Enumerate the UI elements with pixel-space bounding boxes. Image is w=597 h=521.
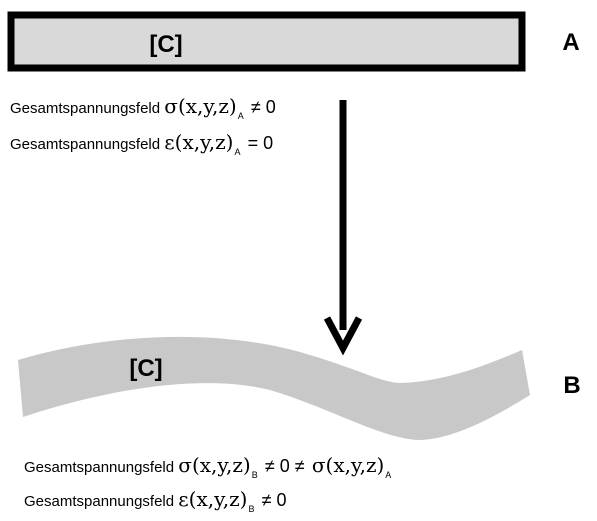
equation-args: (x,y,z) xyxy=(191,453,251,477)
equation-b-strain: Gesamtspannungsfeld ε(x,y,z)B ≠ 0 xyxy=(24,487,290,514)
equation-prefix: Gesamtspannungsfeld xyxy=(24,493,175,510)
equation-subscript: B xyxy=(251,470,258,480)
equation-subscript: A xyxy=(234,147,241,157)
equation-a-strain: Gesamtspannungsfeld ε(x,y,z)A = 0 xyxy=(10,130,276,157)
equation-args: (x,y,z) xyxy=(177,94,237,118)
equation-prefix: Gesamtspannungsfeld xyxy=(24,459,175,476)
equation-subscript: B xyxy=(248,504,255,514)
equation-relation: ≠ 0 xyxy=(261,490,287,510)
equation-a-stress: Gesamtspannungsfeld σ(x,y,z)A ≠ 0 xyxy=(10,94,279,121)
equation-relation: ≠ 0 xyxy=(250,97,276,117)
sigma-symbol: σ xyxy=(164,94,178,118)
equation-subscript: A xyxy=(237,111,244,121)
transition-arrow-head xyxy=(323,316,363,356)
equation-args: (x,y,z) xyxy=(188,487,248,511)
beam-a-material-label: [C] xyxy=(149,31,182,58)
equation-args: (x,y,z) xyxy=(174,130,234,154)
equation-relation: = 0 xyxy=(247,133,274,153)
equation-b-stress: Gesamtspannungsfeld σ(x,y,z)B ≠ 0 ≠ σ(x,… xyxy=(24,453,391,480)
equation-relation: ≠ 0 ≠ xyxy=(264,456,305,476)
sigma-symbol: σ xyxy=(178,453,192,477)
beam-a xyxy=(7,11,526,72)
state-b-label: B xyxy=(563,372,580,399)
epsilon-symbol: ε xyxy=(178,487,189,511)
equation-subscript-rhs: A xyxy=(385,470,392,480)
epsilon-symbol: ε xyxy=(164,130,175,154)
equation-prefix: Gesamtspannungsfeld xyxy=(10,136,161,153)
equation-args-rhs: (x,y,z) xyxy=(325,453,385,477)
beam-b-material-label: [C] xyxy=(129,355,162,382)
sigma-symbol-rhs: σ xyxy=(311,453,326,477)
state-a-label: A xyxy=(562,29,579,56)
equation-prefix: Gesamtspannungsfeld xyxy=(10,100,161,117)
beam-b-deformed xyxy=(18,336,530,440)
